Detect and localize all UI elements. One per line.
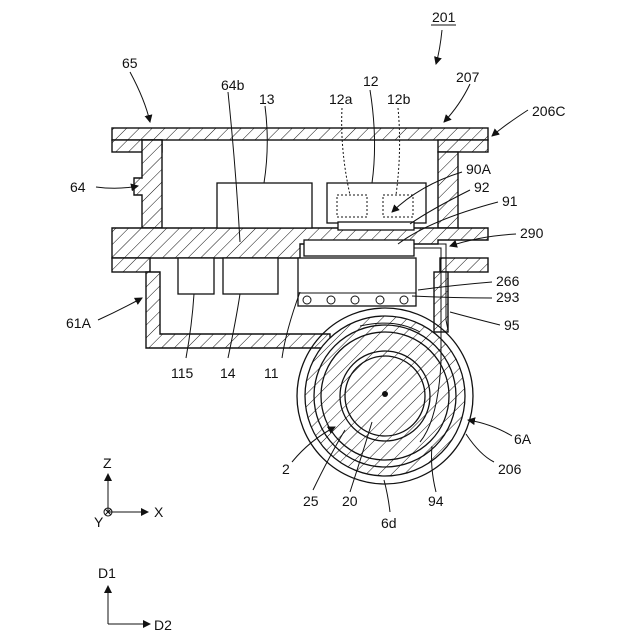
label-14: 14 (220, 365, 236, 381)
figure-number-arrow (436, 30, 442, 64)
label-12: 12 (363, 73, 379, 89)
leader-206 (466, 434, 494, 462)
label-90A: 90A (466, 161, 492, 177)
label-290: 290 (520, 225, 544, 241)
direction-axes: D1 D2 (98, 565, 172, 633)
label-12a: 12a (329, 91, 353, 107)
xyz-axes: Z X Y (94, 455, 164, 530)
component-13 (217, 183, 312, 228)
label-2: 2 (282, 461, 290, 477)
label-266: 266 (496, 273, 520, 289)
axis-y-label: Y (94, 514, 104, 530)
leader-13 (264, 106, 267, 183)
leader-65 (130, 72, 150, 122)
label-12b: 12b (387, 91, 411, 107)
axis-d1-label: D1 (98, 565, 116, 581)
component-11 (298, 258, 416, 306)
label-293: 293 (496, 289, 520, 305)
label-61A: 61A (66, 315, 92, 331)
axis-d2-label: D2 (154, 617, 172, 633)
label-115: 115 (171, 365, 194, 381)
label-64: 64 (70, 179, 86, 195)
label-20: 20 (342, 493, 358, 509)
leader-61A (98, 298, 142, 320)
label-94: 94 (428, 493, 444, 509)
leader-266 (418, 282, 492, 290)
leader-95 (450, 312, 500, 325)
leader-206C (492, 110, 528, 136)
axis-x-label: X (154, 504, 164, 520)
label-25: 25 (303, 493, 319, 509)
label-64b: 64b (221, 77, 245, 93)
component-115 (178, 258, 214, 294)
leader-207 (444, 84, 470, 122)
label-6d: 6d (381, 515, 397, 531)
label-11: 11 (264, 365, 279, 381)
label-91: 91 (502, 193, 518, 209)
axis-z-label: Z (103, 455, 112, 471)
figure-number: 201 (432, 9, 456, 25)
label-6A: 6A (514, 431, 532, 447)
component-14 (223, 258, 278, 294)
leader-6d (384, 480, 390, 512)
label-92: 92 (474, 179, 490, 195)
label-65: 65 (122, 55, 138, 71)
label-206C: 206C (532, 103, 565, 119)
label-207: 207 (456, 69, 480, 85)
label-95: 95 (504, 317, 520, 333)
leader-12a (342, 108, 350, 195)
leader-64 (96, 186, 138, 188)
leader-293 (412, 296, 492, 298)
contact-92 (338, 222, 414, 230)
label-206: 206 (498, 461, 522, 477)
leader-12b (396, 108, 400, 195)
label-13: 13 (259, 91, 275, 107)
leader-6A (468, 420, 512, 436)
board-91 (304, 240, 414, 256)
